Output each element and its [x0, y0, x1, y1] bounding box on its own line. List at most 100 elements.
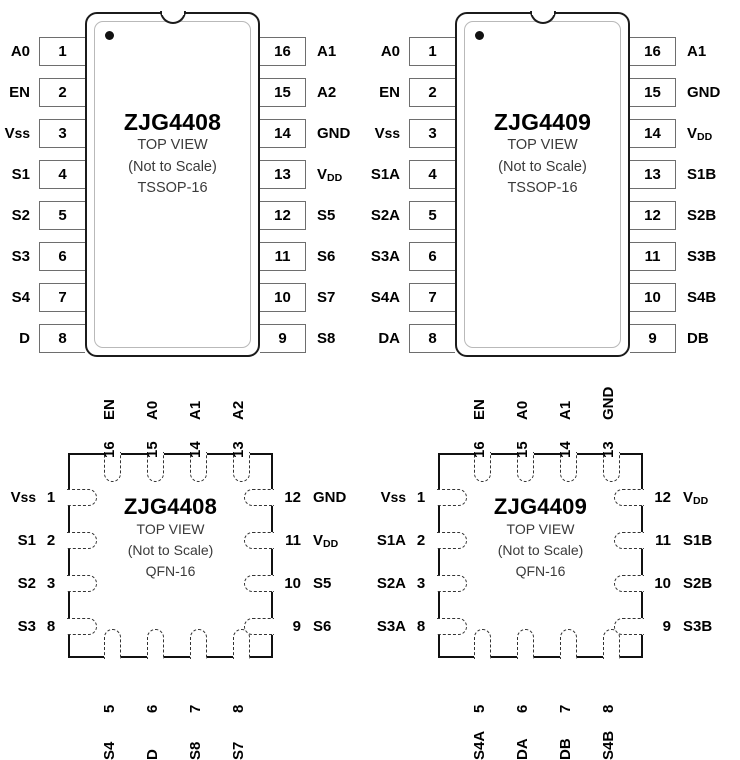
pin-number-box[interactable]: 14 — [260, 119, 306, 148]
pin-number-box[interactable]: 5 — [409, 201, 455, 230]
pin-number-box[interactable]: 6 — [39, 242, 85, 271]
qfn-pad-top[interactable] — [560, 452, 577, 482]
qfn-pad-bottom[interactable] — [104, 629, 121, 659]
pin-number-box[interactable]: 14 — [630, 119, 676, 148]
qfn-pad-left[interactable] — [67, 489, 97, 506]
qfn-pad-top[interactable] — [474, 452, 491, 482]
qfn-pad-right[interactable] — [244, 532, 274, 549]
pin-number-box[interactable]: 7 — [39, 283, 85, 312]
pin-number-box[interactable]: 16 — [630, 37, 676, 66]
pin-number-box[interactable]: 4 — [409, 160, 455, 189]
qfn-pad-bottom[interactable] — [603, 629, 620, 659]
qfn-pad-top[interactable] — [190, 452, 207, 482]
qfn-pad-bottom[interactable] — [233, 629, 250, 659]
pin-number-box[interactable]: 2 — [409, 78, 455, 107]
pin-number-box[interactable]: 16 — [260, 37, 306, 66]
pin-number-box[interactable]: 8 — [39, 324, 85, 353]
qfn-pad-left[interactable] — [67, 618, 97, 635]
qfn-pad-right[interactable] — [244, 489, 274, 506]
pin-number-box[interactable]: 11 — [630, 242, 676, 271]
pin-number-box[interactable]: 10 — [630, 283, 676, 312]
qfn-pad-bottom[interactable] — [190, 629, 207, 659]
qfn-pad-bottom[interactable] — [560, 629, 577, 659]
qfn-pad-top[interactable] — [233, 452, 250, 482]
pin-number-box[interactable]: 6 — [409, 242, 455, 271]
qfn-pad-bottom[interactable] — [474, 629, 491, 659]
qfn-pad-top[interactable] — [517, 452, 534, 482]
pin-number-box[interactable]: 7 — [409, 283, 455, 312]
qfn-pad-left[interactable] — [67, 575, 97, 592]
pin-number-box[interactable]: 12 — [260, 201, 306, 230]
qfn-pad-bottom[interactable] — [517, 629, 534, 659]
pin-number-box[interactable]: 13 — [630, 160, 676, 189]
pin-number-box[interactable]: 5 — [39, 201, 85, 230]
pin-number-box[interactable]: 15 — [260, 78, 306, 107]
pin-number-box[interactable]: 1 — [409, 37, 455, 66]
pin-number-box[interactable]: 9 — [630, 324, 676, 353]
pin-number-box[interactable]: 3 — [39, 119, 85, 148]
qfn-pad-left[interactable] — [67, 532, 97, 549]
pin-number-box[interactable]: 4 — [39, 160, 85, 189]
pin-number-box[interactable]: 12 — [630, 201, 676, 230]
qfn-pad-right[interactable] — [614, 532, 644, 549]
qfn-pad-right[interactable] — [244, 575, 274, 592]
pin-number-box[interactable]: 15 — [630, 78, 676, 107]
qfn-pad-right[interactable] — [614, 618, 644, 635]
pin-number-box[interactable]: 8 — [409, 324, 455, 353]
qfn-pad-left[interactable] — [437, 489, 467, 506]
pin-number-box[interactable]: 9 — [260, 324, 306, 353]
pin-number-box[interactable]: 10 — [260, 283, 306, 312]
pin-number-box[interactable]: 13 — [260, 160, 306, 189]
qfn-pad-right[interactable] — [244, 618, 274, 635]
qfn-pad-right[interactable] — [614, 575, 644, 592]
qfn-pad-right[interactable] — [614, 489, 644, 506]
qfn-pad-top[interactable] — [104, 452, 121, 482]
pin-number-box[interactable]: 2 — [39, 78, 85, 107]
